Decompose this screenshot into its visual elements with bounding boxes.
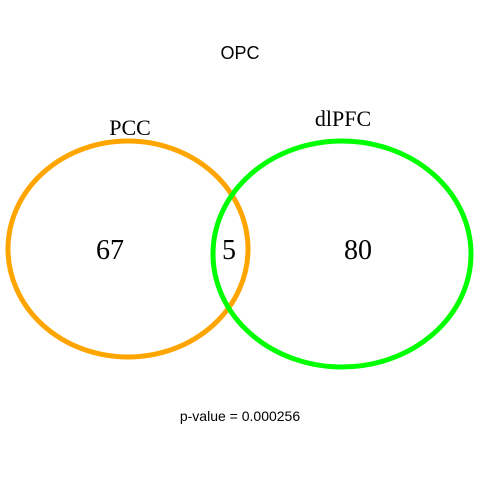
- region-count-dlpfc-only: 80: [344, 235, 372, 266]
- set-label-pcc: PCC: [109, 115, 151, 140]
- set-circle-dlpfc: [210, 138, 474, 370]
- p-value-text: p-value = 0.000256: [180, 408, 300, 424]
- region-count-intersection: 5: [222, 235, 236, 266]
- region-count-pcc-only: 67: [96, 235, 124, 266]
- set-label-dlpfc: dlPFC: [315, 106, 371, 131]
- set-circle-pcc: [5, 138, 251, 360]
- diagram-title: OPC: [220, 43, 259, 63]
